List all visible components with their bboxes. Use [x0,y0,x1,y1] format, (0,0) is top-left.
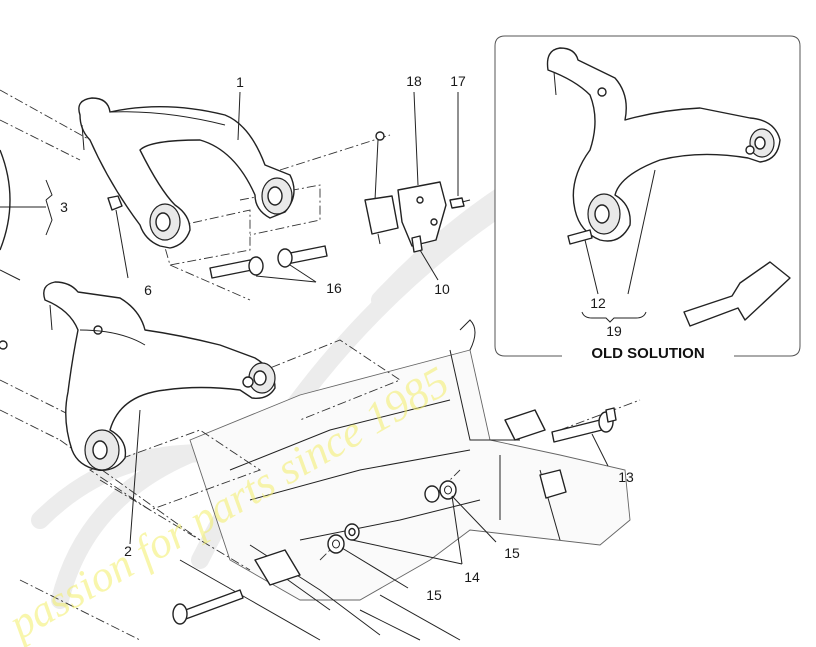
callout-19: 19 [606,323,622,339]
bolts-16 [209,245,328,279]
callout-15-right: 15 [504,545,520,561]
old-solution-inset: OLD SOLUTION [494,35,801,364]
direction-arrow [683,261,791,327]
nut-6 [107,195,123,211]
callout-17: 17 [450,73,466,89]
callout-13: 13 [618,469,634,485]
callout-16: 16 [326,280,342,296]
callout-numbers: 1 2 3 6 16 18 17 10 12 19 13 15 14 15 [60,73,634,603]
callout-3: 3 [60,199,68,215]
height-sensor [364,131,447,253]
callout-15-bottom: 15 [426,587,442,603]
callout-6: 6 [144,282,152,298]
callout-2: 2 [124,543,132,559]
inset-title: OLD SOLUTION [591,345,704,362]
subframe [179,319,631,641]
lower-control-arm [43,281,276,471]
nuts-washers [327,480,457,554]
bolt-bottom [172,589,244,625]
upper-control-arm [78,97,295,249]
bolt-17 [449,197,471,209]
part-3-group [0,149,21,350]
callout-1: 1 [236,74,244,90]
leader-lines [0,91,656,589]
callout-12: 12 [590,295,606,311]
callout-18: 18 [406,73,422,89]
callout-14: 14 [464,569,480,585]
callout-10: 10 [434,281,450,297]
bolt-13 [551,407,617,443]
